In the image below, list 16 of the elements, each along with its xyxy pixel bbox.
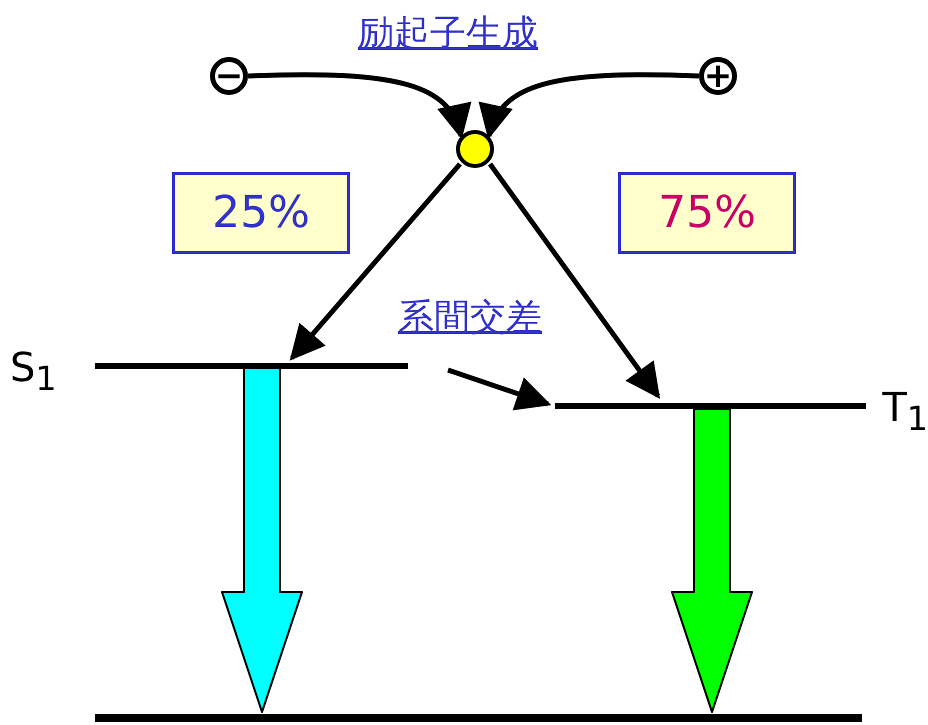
- arrow: [248, 72, 469, 140]
- charge-circle: −: [210, 57, 248, 95]
- charge-circle: +: [699, 57, 737, 95]
- block-arrow: [221, 367, 303, 713]
- arrow: [481, 72, 700, 140]
- edge-label: 系間交差: [398, 296, 542, 340]
- arrow: [290, 162, 462, 361]
- state-label: T$_{1}$: [882, 386, 928, 440]
- arrow: [488, 162, 660, 399]
- heading-label: 励起子生成: [358, 12, 538, 56]
- percentage-box: 75%: [618, 172, 796, 254]
- block-arrow: [671, 408, 753, 713]
- exciton-dot: [456, 130, 494, 168]
- arrow: [447, 368, 552, 410]
- percentage-box: 25%: [172, 172, 350, 254]
- state-label: S$_{1}$: [10, 346, 57, 400]
